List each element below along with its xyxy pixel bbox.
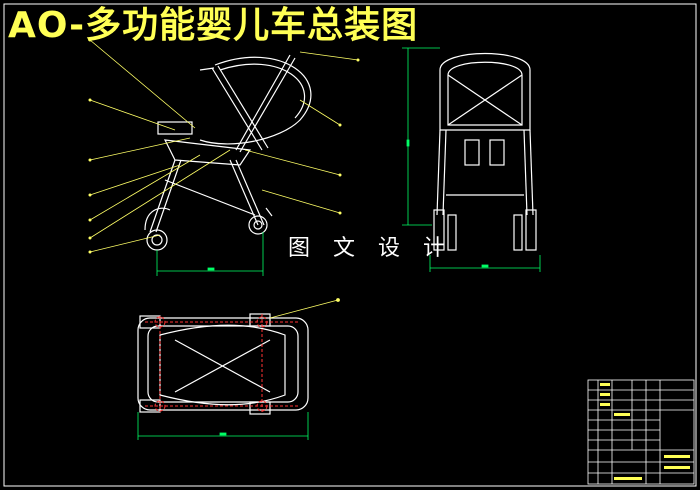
side-armrest (157, 121, 193, 135)
top-wheel-fr (249, 313, 271, 327)
front-seat-pad-left (464, 139, 480, 166)
top-cross-2 (174, 339, 271, 393)
top-wheel-rr (249, 401, 271, 415)
front-canopy (439, 52, 531, 131)
side-cross-strut (164, 179, 256, 216)
side-rear-wheel (248, 215, 268, 235)
side-front-wheel (146, 229, 168, 251)
side-handle-grip (199, 67, 215, 71)
side-view-dimension (156, 232, 264, 276)
front-strap-2 (447, 74, 523, 126)
side-canopy (199, 56, 312, 145)
front-wheel-left-outer (433, 209, 445, 251)
side-handle-rear-2 (217, 65, 269, 149)
top-view-leader (269, 298, 340, 319)
top-view-dimension (137, 412, 309, 440)
front-wheel-right-inner (513, 214, 523, 251)
front-canopy-inner (447, 61, 523, 126)
drawing-frame-border (3, 3, 697, 487)
front-frame-right-2 (523, 129, 528, 216)
top-outer-frame (137, 317, 309, 411)
front-frame-left (436, 129, 441, 216)
top-view (137, 313, 309, 415)
side-brake (265, 207, 273, 217)
front-frame-left-2 (442, 129, 447, 216)
side-view-leaders (89, 39, 359, 253)
side-view (144, 54, 312, 251)
title-block-fills (600, 383, 690, 480)
side-front-fork (144, 207, 171, 231)
front-seat-pad-right (489, 139, 505, 166)
side-rear-hub (253, 220, 263, 230)
top-inner-frame (147, 325, 299, 403)
side-handle-rear (211, 67, 263, 151)
front-wheel-right-outer (525, 209, 537, 251)
side-push-bar (235, 54, 291, 151)
side-push-bar-2 (239, 57, 296, 153)
side-view-leader-dots (88, 38, 360, 254)
title-block (587, 379, 695, 485)
side-canopy-inner (219, 63, 306, 119)
side-front-leg-2 (155, 159, 182, 233)
front-frame-right (529, 129, 534, 216)
front-view (433, 52, 537, 251)
drawing-title: AO-多功能婴儿车总装图 (8, 5, 419, 46)
watermark-text: 图 文 设 计 (288, 236, 453, 261)
side-rear-leg (229, 159, 259, 226)
front-view-dimension (402, 47, 541, 272)
side-rear-leg-2 (235, 159, 265, 226)
side-seat (163, 139, 252, 166)
front-wheel-left-inner (447, 214, 457, 251)
top-view-hidden-lines (145, 314, 300, 414)
side-front-hub (151, 234, 163, 246)
top-seat (159, 324, 286, 406)
